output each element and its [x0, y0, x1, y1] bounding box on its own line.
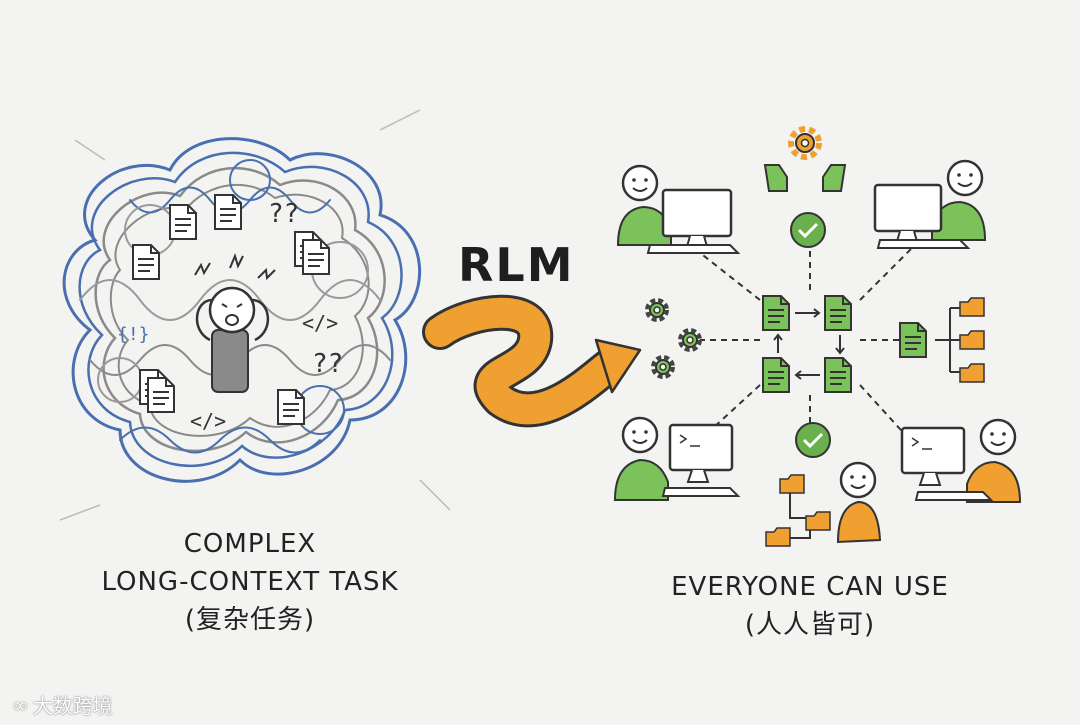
right-caption-line2: (人人皆可) [744, 610, 876, 640]
sketch-strokes [59, 109, 451, 521]
document-icon [214, 194, 242, 230]
user-at-computer-top-right [873, 159, 987, 249]
orange-gear-icon [788, 126, 822, 160]
code-tag-icon: </> [302, 311, 338, 335]
left-caption-line1: COMPLEX [183, 529, 317, 559]
question-marks: ?? [312, 349, 343, 379]
user-at-computer-bottom-left [613, 416, 741, 501]
watermark: ∞ 大数跨境 [12, 690, 113, 719]
left-caption-line2: LONG-CONTEXT TASK [101, 567, 399, 597]
rlm-label: RLM [458, 238, 575, 292]
code-brace-icon: {!} [117, 324, 150, 345]
document-stack-icon [302, 239, 330, 275]
document-icon [132, 244, 160, 280]
document-icon [277, 389, 305, 425]
checkmark-icon [795, 422, 831, 458]
code-symbols: ?? ?? </> </> {!} [117, 199, 343, 433]
user-at-computer-top-left [616, 164, 741, 254]
document-icon [169, 204, 197, 240]
hands-icon [763, 164, 847, 192]
watermark-text: 大数跨境 [32, 694, 113, 718]
green-document-icon [899, 322, 927, 358]
watermark-logo-icon: ∞ [12, 692, 29, 717]
code-tag-icon: </> [190, 409, 226, 433]
rlm-arrow [422, 294, 642, 428]
user-with-folders-bottom-center [765, 461, 882, 547]
green-document-icon [824, 295, 852, 331]
user-at-computer-bottom-right [900, 418, 1022, 503]
checkmark-icon [790, 212, 826, 248]
green-document-icon [824, 357, 852, 393]
stressed-person-icon [194, 253, 276, 393]
question-marks: ?? [268, 199, 299, 229]
document-flow-arrows [773, 308, 845, 380]
network-connections [689, 244, 916, 441]
document-stack-icon [147, 377, 175, 413]
green-document-icon [762, 295, 790, 331]
gear-icon [645, 298, 669, 322]
gear-icon [651, 355, 675, 379]
right-caption: EVERYONE CAN USE (人人皆可) [620, 568, 1000, 644]
right-caption-line1: EVERYONE CAN USE [671, 572, 949, 602]
left-caption-line3: (复杂任务) [184, 605, 316, 635]
folder-tree-icon [935, 297, 985, 383]
left-caption: COMPLEX LONG-CONTEXT TASK (复杂任务) [55, 525, 445, 639]
gear-icon [678, 328, 702, 352]
green-document-icon [762, 357, 790, 393]
